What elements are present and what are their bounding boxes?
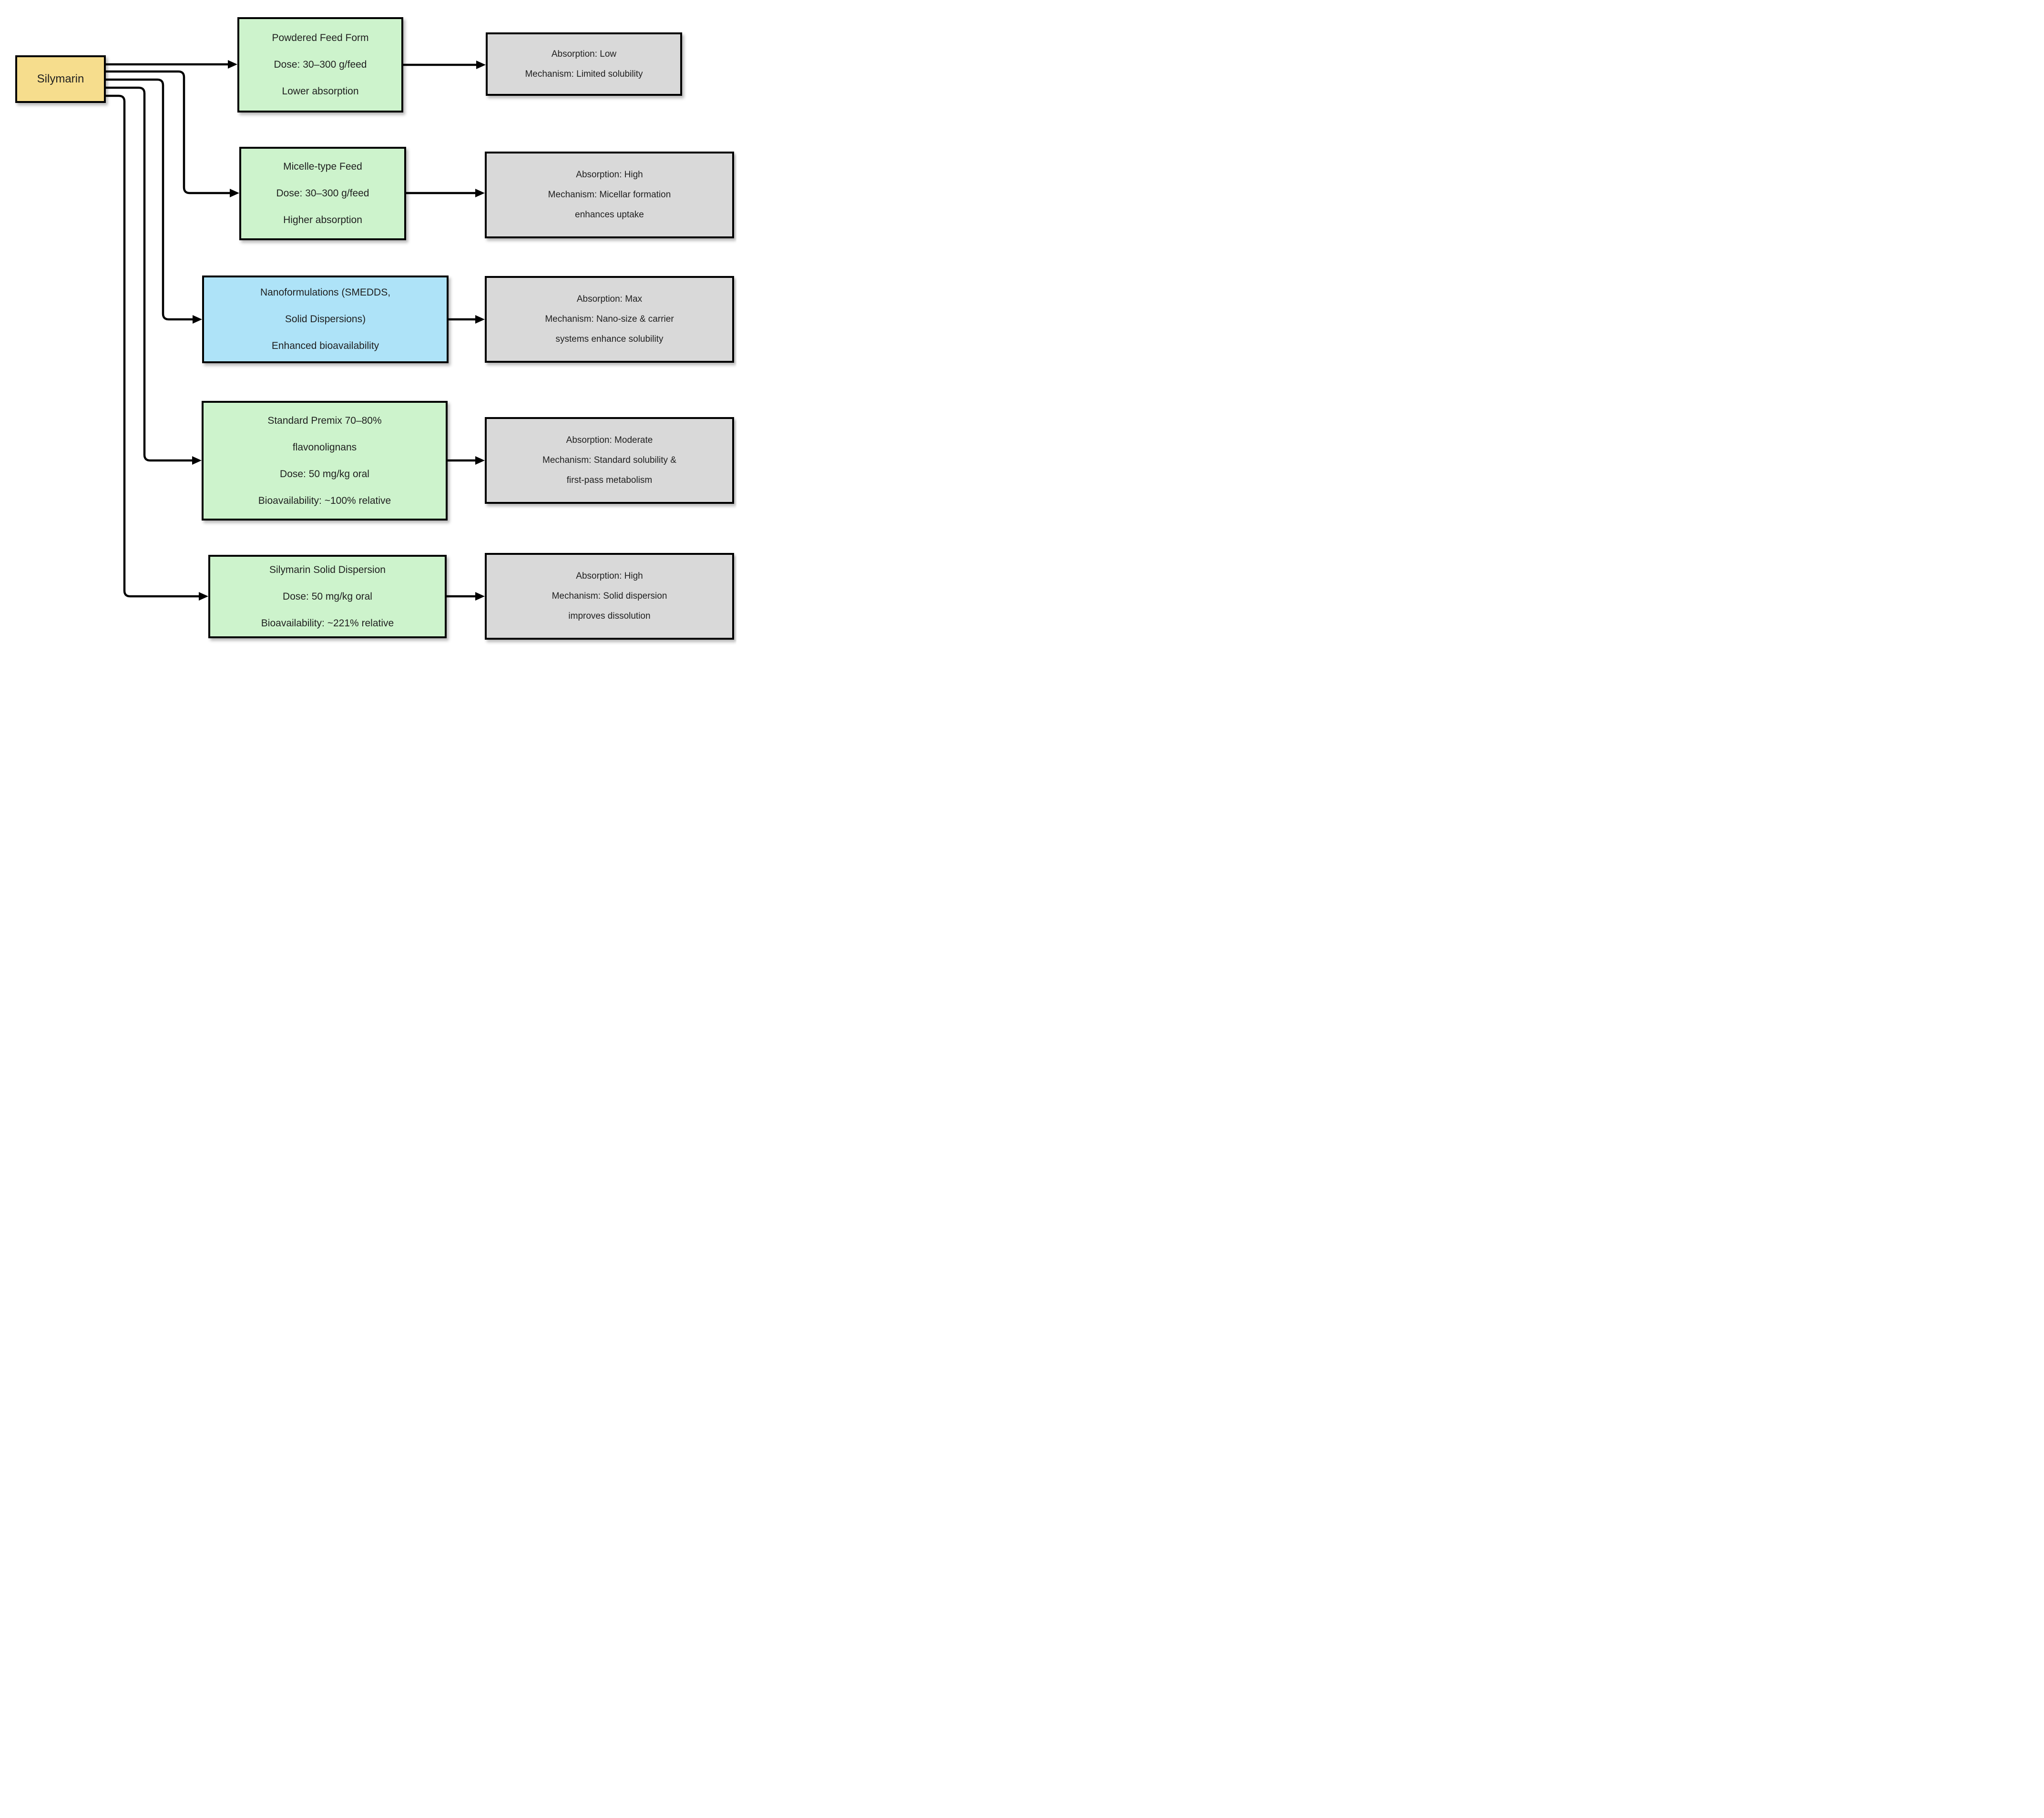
box-text-line: Absorption: Moderate [566, 435, 653, 445]
box-text-line: enhances uptake [575, 210, 644, 220]
box-text-line: Absorption: High [576, 170, 643, 180]
box-text-line: Lower absorption [282, 86, 359, 97]
box-text-line: Bioavailability: ~100% relative [258, 495, 391, 506]
box-text-line: Mechanism: Solid dispersion [552, 591, 667, 601]
box-text-line: first-pass metabolism [566, 475, 653, 485]
outcome-box-micelle-feed: Absorption: High Mechanism: Micellar for… [485, 152, 734, 238]
box-text-line: Absorption: High [576, 571, 643, 581]
connector-root-to-formulation-2 [106, 70, 239, 197]
box-text-line: Dose: 30–300 g/feed [274, 59, 367, 70]
formulation-box-micelle-feed: Micelle-type Feed Dose: 30–300 g/feed Hi… [239, 147, 406, 240]
box-text-line: Micelle-type Feed [283, 161, 362, 172]
box-text-line: Bioavailability: ~221% relative [261, 617, 394, 629]
box-text-line: Silymarin Solid Dispersion [269, 564, 386, 575]
box-text-line: Dose: 50 mg/kg oral [280, 468, 369, 480]
box-text-line: Dose: 30–300 g/feed [276, 188, 369, 199]
box-text-line: Mechanism: Micellar formation [548, 190, 671, 200]
box-text-line: Standard Premix 70–80% [267, 415, 382, 426]
box-text-line: Mechanism: Limited solubility [525, 69, 643, 79]
box-text-line: Powdered Feed Form [272, 32, 369, 43]
box-text-line: Mechanism: Nano-size & carrier [545, 314, 674, 324]
formulation-box-nanoformulations: Nanoformulations (SMEDDS, Solid Dispersi… [202, 276, 449, 363]
box-text-line: improves dissolution [568, 611, 651, 621]
box-text-line: Mechanism: Standard solubility & [542, 455, 676, 465]
box-text-line: Absorption: Max [576, 294, 643, 304]
box-text-line: Dose: 50 mg/kg oral [283, 591, 372, 602]
box-text-line: flavonolignans [292, 441, 357, 453]
box-text-line: Nanoformulations (SMEDDS, [260, 287, 391, 298]
formulation-box-powdered-feed: Powdered Feed Form Dose: 30–300 g/feed L… [237, 17, 403, 112]
connector-root-to-formulation-5 [106, 94, 208, 601]
root-node-silymarin: Silymarin [15, 55, 106, 103]
outcome-box-nanoformulations: Absorption: Max Mechanism: Nano-size & c… [485, 276, 734, 363]
box-text-line: Absorption: Low [551, 49, 617, 59]
box-text-line: Higher absorption [283, 214, 362, 225]
flowchart-canvas: Silymarin Powdered Feed Form Dose: 30–30… [0, 0, 736, 655]
formulation-box-solid-dispersion: Silymarin Solid Dispersion Dose: 50 mg/k… [208, 555, 447, 638]
outcome-box-solid-dispersion: Absorption: High Mechanism: Solid disper… [485, 553, 734, 640]
box-text-line: Solid Dispersions) [285, 314, 366, 325]
connector-root-to-formulation-4 [106, 86, 202, 465]
outcome-box-standard-premix: Absorption: Moderate Mechanism: Standard… [485, 417, 734, 504]
outcome-box-powdered-feed: Absorption: Low Mechanism: Limited solub… [486, 32, 682, 96]
formulation-box-standard-premix: Standard Premix 70–80% flavonolignans Do… [202, 401, 448, 521]
root-node-label: Silymarin [37, 72, 84, 85]
box-text-line: Enhanced bioavailability [271, 340, 379, 351]
connector-root-to-formulation-3 [106, 78, 202, 324]
box-text-line: systems enhance solubility [555, 334, 664, 344]
